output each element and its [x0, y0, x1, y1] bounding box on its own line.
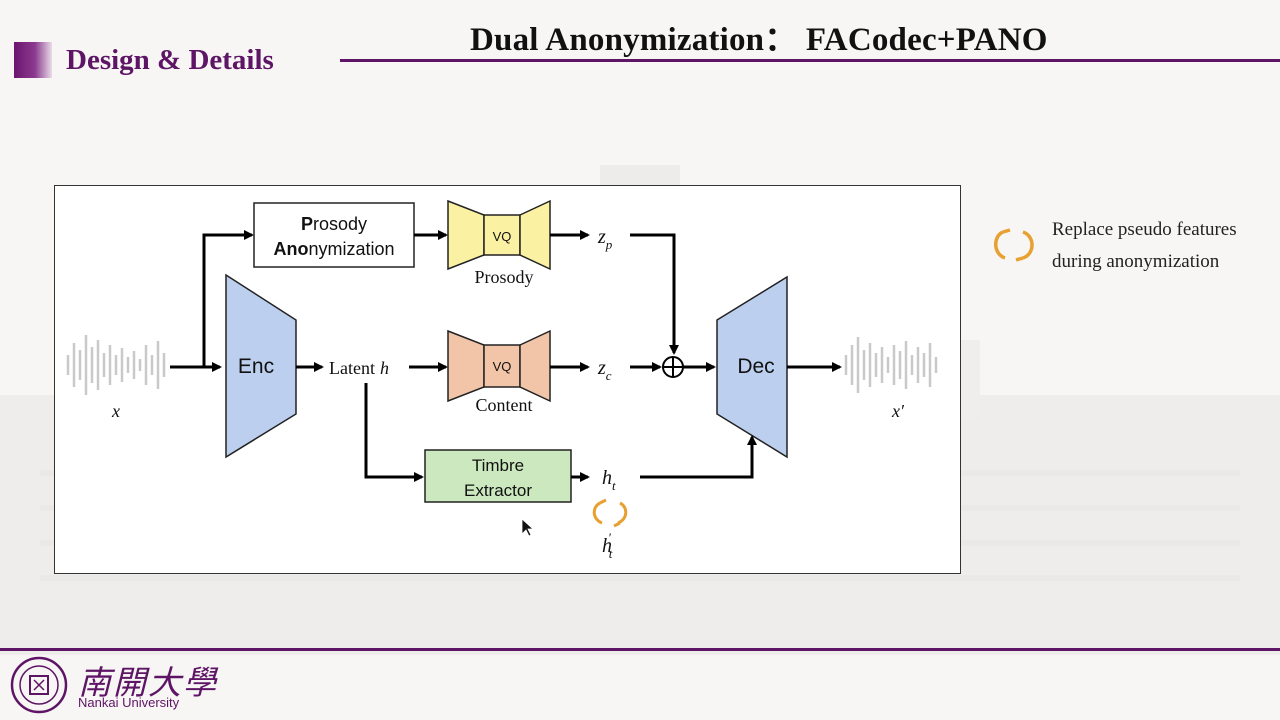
university-name-cn: 南開大學 — [78, 663, 218, 702]
legend-line-1: Replace pseudo features — [1052, 219, 1237, 240]
zc-label: zc — [597, 357, 612, 383]
prosody-anonymization-box — [253, 202, 415, 268]
latent-var: h — [380, 358, 389, 378]
prosody-anon-bold-ano: Ano — [273, 239, 308, 259]
prosody-anon-bold-p: P — [301, 214, 313, 234]
timbre-line-1: Timbre — [472, 456, 524, 475]
ht-subscript: t — [612, 478, 616, 493]
ht-prime-symbol: h — [602, 535, 612, 557]
input-label: x — [111, 401, 120, 421]
content-label: Content — [476, 395, 533, 415]
section-header — [14, 42, 52, 78]
facodec-pano-diagram: x Enc Prosody Anonymization VQ Prosody z… — [66, 199, 938, 561]
header-divider — [340, 59, 1280, 62]
nankai-seal-logo — [10, 656, 68, 714]
prosody-vq-label: VQ — [493, 229, 512, 244]
prosody-anon-rest-2: nymization — [308, 239, 394, 259]
latent-word: Latent — [329, 358, 375, 378]
latent-to-timbre-arrow — [364, 383, 424, 482]
swap-cycle-icon — [994, 228, 1034, 262]
output-waveform-icon — [844, 337, 938, 393]
prosody-label: Prosody — [474, 267, 533, 287]
prosody-vq-block — [447, 199, 551, 271]
decoder-label: Dec — [737, 355, 774, 378]
zp-label: zp — [597, 226, 613, 252]
content-vq-block — [447, 329, 551, 403]
zc-symbol: z — [597, 357, 606, 379]
ht-symbol: h — [602, 467, 612, 489]
ht-label: ht — [602, 467, 616, 493]
decoder-block — [716, 275, 788, 459]
encoder-label: Enc — [238, 355, 274, 378]
timbre-line-2: Extractor — [464, 481, 532, 500]
prosody-anon-line2: Anonymization — [273, 239, 394, 259]
section-title: Design & Details — [66, 44, 274, 76]
zp-subscript: p — [605, 237, 613, 252]
legend-text: Replace pseudo features during anonymiza… — [1052, 214, 1237, 278]
legend: Replace pseudo features during anonymiza… — [985, 210, 1275, 280]
content-vq-label: VQ — [493, 359, 512, 374]
mouse-cursor-icon — [521, 518, 535, 537]
prosody-anon-rest-1: rosody — [313, 214, 367, 234]
zc-subscript: c — [606, 368, 612, 383]
prosody-branch-arrow — [202, 230, 254, 367]
university-name-en: Nankai University — [78, 695, 180, 710]
replace-cycle-icon — [592, 498, 628, 528]
ht-prime-subscript: t — [609, 546, 613, 561]
legend-line-2: during anonymization — [1052, 251, 1220, 272]
footer-divider — [0, 648, 1280, 651]
encoder-block — [225, 273, 297, 459]
slide-title: Dual Anonymization： FACodec+PANO — [470, 22, 1048, 58]
section-accent-bar — [14, 42, 52, 78]
ht-prime-label: h't — [602, 530, 613, 561]
zp-to-sum-arrow — [630, 233, 679, 355]
ht-prime-sup: ' — [608, 530, 611, 545]
zp-symbol: z — [597, 226, 606, 248]
ht-to-dec-arrow — [640, 435, 757, 479]
output-label: x′ — [891, 401, 905, 421]
prosody-anon-line1: Prosody — [301, 214, 367, 234]
sum-node-icon — [662, 356, 684, 378]
input-waveform-icon — [66, 335, 166, 395]
